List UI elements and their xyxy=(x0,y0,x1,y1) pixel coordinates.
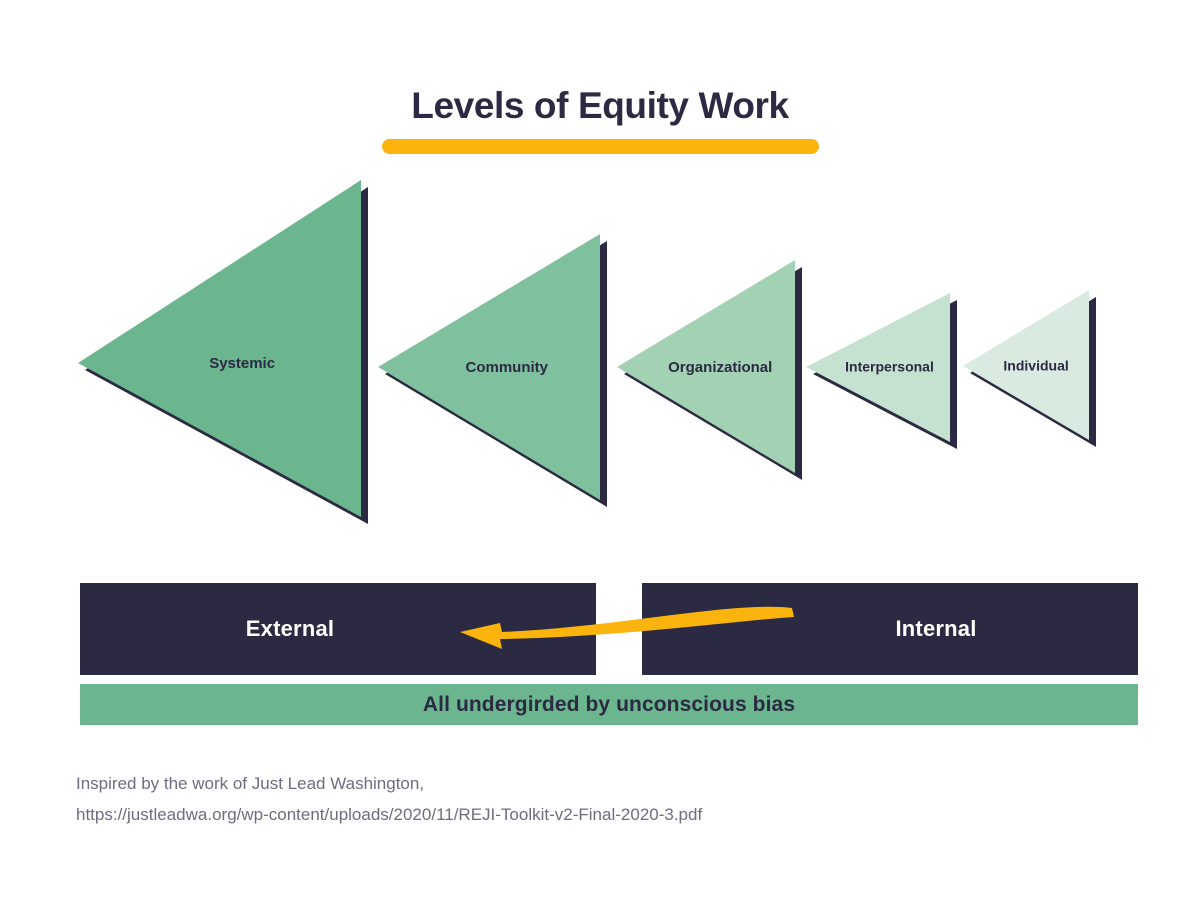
title-underline-accent xyxy=(381,138,819,154)
external-bar-label: External xyxy=(245,616,335,641)
level-shadow xyxy=(385,241,607,507)
level-shadow xyxy=(85,187,368,524)
scope-bar-row: External Internal xyxy=(80,583,1138,675)
level-triangle-systemic[interactable] xyxy=(78,180,361,517)
level-shadow xyxy=(624,267,802,480)
level-label-systemic: Systemic xyxy=(209,355,275,372)
footer-line-2[interactable]: https://justleadwa.org/wp-content/upload… xyxy=(76,805,703,824)
level-label-individual: Individual xyxy=(1003,358,1068,374)
level-shadow xyxy=(970,297,1096,447)
level-triangle-individual[interactable] xyxy=(963,290,1089,440)
page-title: Levels of Equity Work xyxy=(411,85,789,126)
level-triangle-interpersonal[interactable] xyxy=(806,293,950,442)
foundation-bar-label: All undergirded by unconscious bias xyxy=(422,692,796,716)
foundation-bar: All undergirded by unconscious bias xyxy=(80,684,1138,725)
internal-bar-label: Internal xyxy=(895,616,977,641)
footer-credit: Inspired by the work of Just Lead Washin… xyxy=(76,768,1076,830)
level-label-organizational: Organizational xyxy=(668,359,772,376)
level-triangle-community[interactable] xyxy=(378,234,600,500)
title-block: Levels of Equity Work xyxy=(0,85,1200,154)
internal-bar: Internal xyxy=(642,583,1138,675)
footer-line-1: Inspired by the work of Just Lead Washin… xyxy=(76,774,425,793)
level-triangle-organizational[interactable] xyxy=(617,260,795,473)
external-bar: External xyxy=(80,583,596,675)
level-label-community: Community xyxy=(466,359,549,376)
level-shadow xyxy=(813,300,957,449)
level-label-interpersonal: Interpersonal xyxy=(845,359,934,375)
